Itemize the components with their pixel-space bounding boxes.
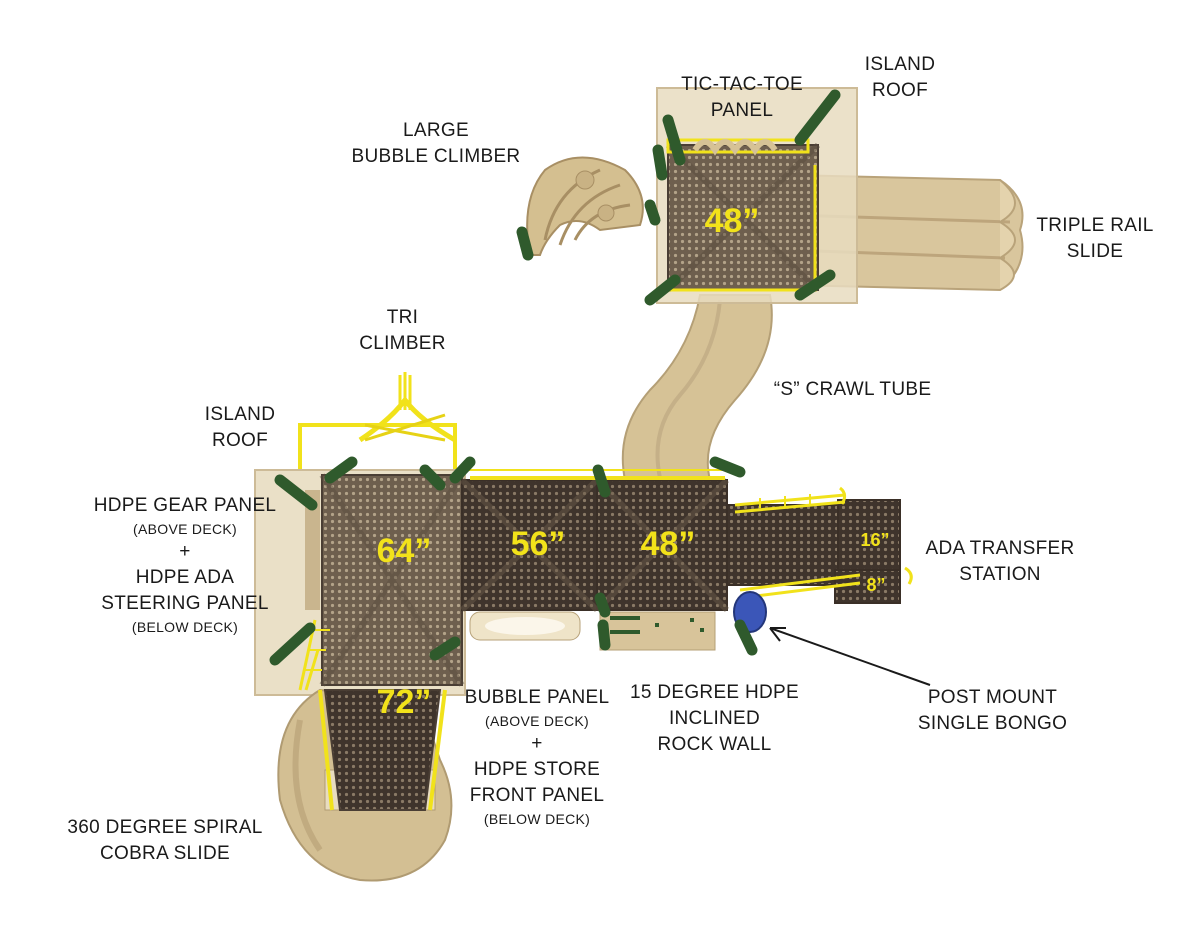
bongo-arrow (769, 627, 931, 686)
label-bubble-panel: BUBBLE PANEL (ABOVE DECK) + HDPE STORE F… (464, 687, 610, 827)
label-tri-climber: TRI CLIMBER (359, 307, 446, 354)
tri-climber (298, 372, 457, 470)
label-rock-wall: 15 DEGREE HDPE INCLINED ROCK WALL (630, 682, 799, 755)
label-island-roof-top: ISLAND ROOF (864, 54, 936, 101)
label-spiral-slide: 360 DEGREE SPIRAL COBRA SLIDE (67, 817, 263, 864)
bottom-deck (298, 619, 447, 811)
height-right-deck: 48” (641, 525, 696, 563)
rock-wall (599, 611, 716, 651)
ada-transfer-station (726, 486, 913, 604)
top-deck (665, 138, 821, 293)
height-mid-deck: 56” (511, 525, 566, 563)
posts (269, 89, 841, 666)
large-bubble-climber (526, 156, 644, 256)
height-bottom-deck: 72” (377, 683, 432, 721)
label-post-mount-bongo: POST MOUNT SINGLE BONGO (917, 687, 1068, 734)
label-ada-transfer-station: ADA TRANSFER STATION (925, 538, 1075, 585)
label-large-bubble-climber: LARGE BUBBLE CLIMBER (351, 120, 521, 167)
label-tictactoe-panel: TIC-TAC-TOE PANEL (681, 74, 803, 121)
label-gear-panel: HDPE GEAR PANEL (ABOVE DECK) + HDPE ADA … (93, 495, 277, 635)
label-s-crawl-tube: “S” CRAWL TUBE (773, 379, 932, 400)
s-crawl-tube (621, 294, 773, 481)
height-top-deck: 48” (705, 202, 760, 240)
height-transfer-upper: 16” (860, 530, 889, 550)
height-left-deck: 64” (377, 532, 432, 570)
height-transfer-lower: 8” (866, 575, 885, 595)
label-island-roof-left: ISLAND ROOF (204, 404, 276, 451)
deck-heights: 48” 64” 56” 48” 72” 16” 8” (377, 202, 890, 721)
label-triple-rail-slide: TRIPLE RAIL SLIDE (1036, 215, 1154, 262)
